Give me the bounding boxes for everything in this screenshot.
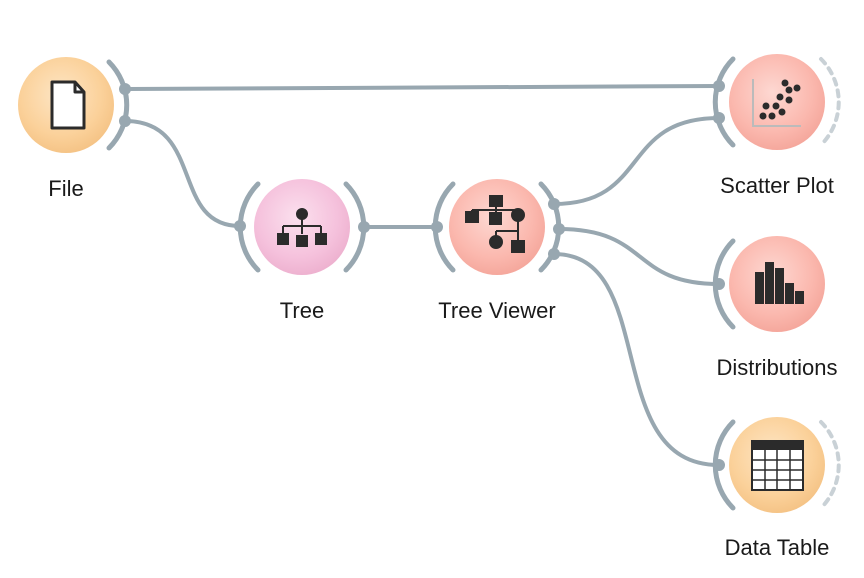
input-anchor[interactable] xyxy=(431,221,443,233)
link-file-scatter-plot[interactable] xyxy=(123,84,721,91)
tree-viewer-icon xyxy=(465,195,525,253)
widget-file[interactable]: File xyxy=(18,57,131,201)
input-anchor[interactable] xyxy=(713,80,725,92)
links xyxy=(123,84,721,467)
input-anchor[interactable] xyxy=(234,220,246,232)
widget-distributions[interactable]: Distributions xyxy=(712,236,838,380)
input-anchor[interactable] xyxy=(713,112,725,124)
widget-scatter-plot-label: Scatter Plot xyxy=(720,173,834,198)
file-icon xyxy=(50,80,86,130)
output-anchor[interactable] xyxy=(358,221,370,233)
link-tree-viewer-distributions[interactable] xyxy=(557,227,721,286)
tree-icon xyxy=(277,208,327,247)
output-anchor[interactable] xyxy=(119,115,131,127)
output-anchor[interactable] xyxy=(553,223,565,235)
input-anchor[interactable] xyxy=(713,278,725,290)
output-anchor[interactable] xyxy=(548,248,560,260)
table-icon xyxy=(751,440,804,491)
widget-tree-viewer-label: Tree Viewer xyxy=(438,298,555,323)
widget-distributions-label: Distributions xyxy=(716,355,837,380)
widget-data-table-output-arc xyxy=(819,420,841,510)
input-anchor[interactable] xyxy=(713,459,725,471)
widget-tree-label: Tree xyxy=(280,298,324,323)
widget-scatter-plot-output-arc xyxy=(819,57,841,147)
widget-tree-viewer-body[interactable] xyxy=(449,179,545,275)
widget-data-table[interactable]: Data Table xyxy=(712,417,841,560)
link-file-tree[interactable] xyxy=(123,119,242,228)
widget-scatter-plot-body[interactable] xyxy=(729,54,825,150)
widget-tree-viewer[interactable]: Tree Viewer xyxy=(431,179,565,323)
output-anchor[interactable] xyxy=(119,83,131,95)
output-anchor[interactable] xyxy=(548,198,560,210)
scatter-plot-icon xyxy=(752,79,801,127)
link-tree-viewer-scatter-plot[interactable] xyxy=(552,116,721,206)
widget-scatter-plot-input-arc[interactable] xyxy=(712,56,736,148)
widget-file-label: File xyxy=(48,176,83,201)
widget-tree[interactable]: Tree xyxy=(234,179,370,323)
bar-chart-icon xyxy=(755,262,804,304)
link-tree-viewer-data-table[interactable] xyxy=(552,252,721,467)
widget-scatter-plot[interactable]: Scatter Plot xyxy=(712,54,841,198)
widget-file-output-arc[interactable] xyxy=(106,59,130,151)
widget-data-table-label: Data Table xyxy=(725,535,830,560)
